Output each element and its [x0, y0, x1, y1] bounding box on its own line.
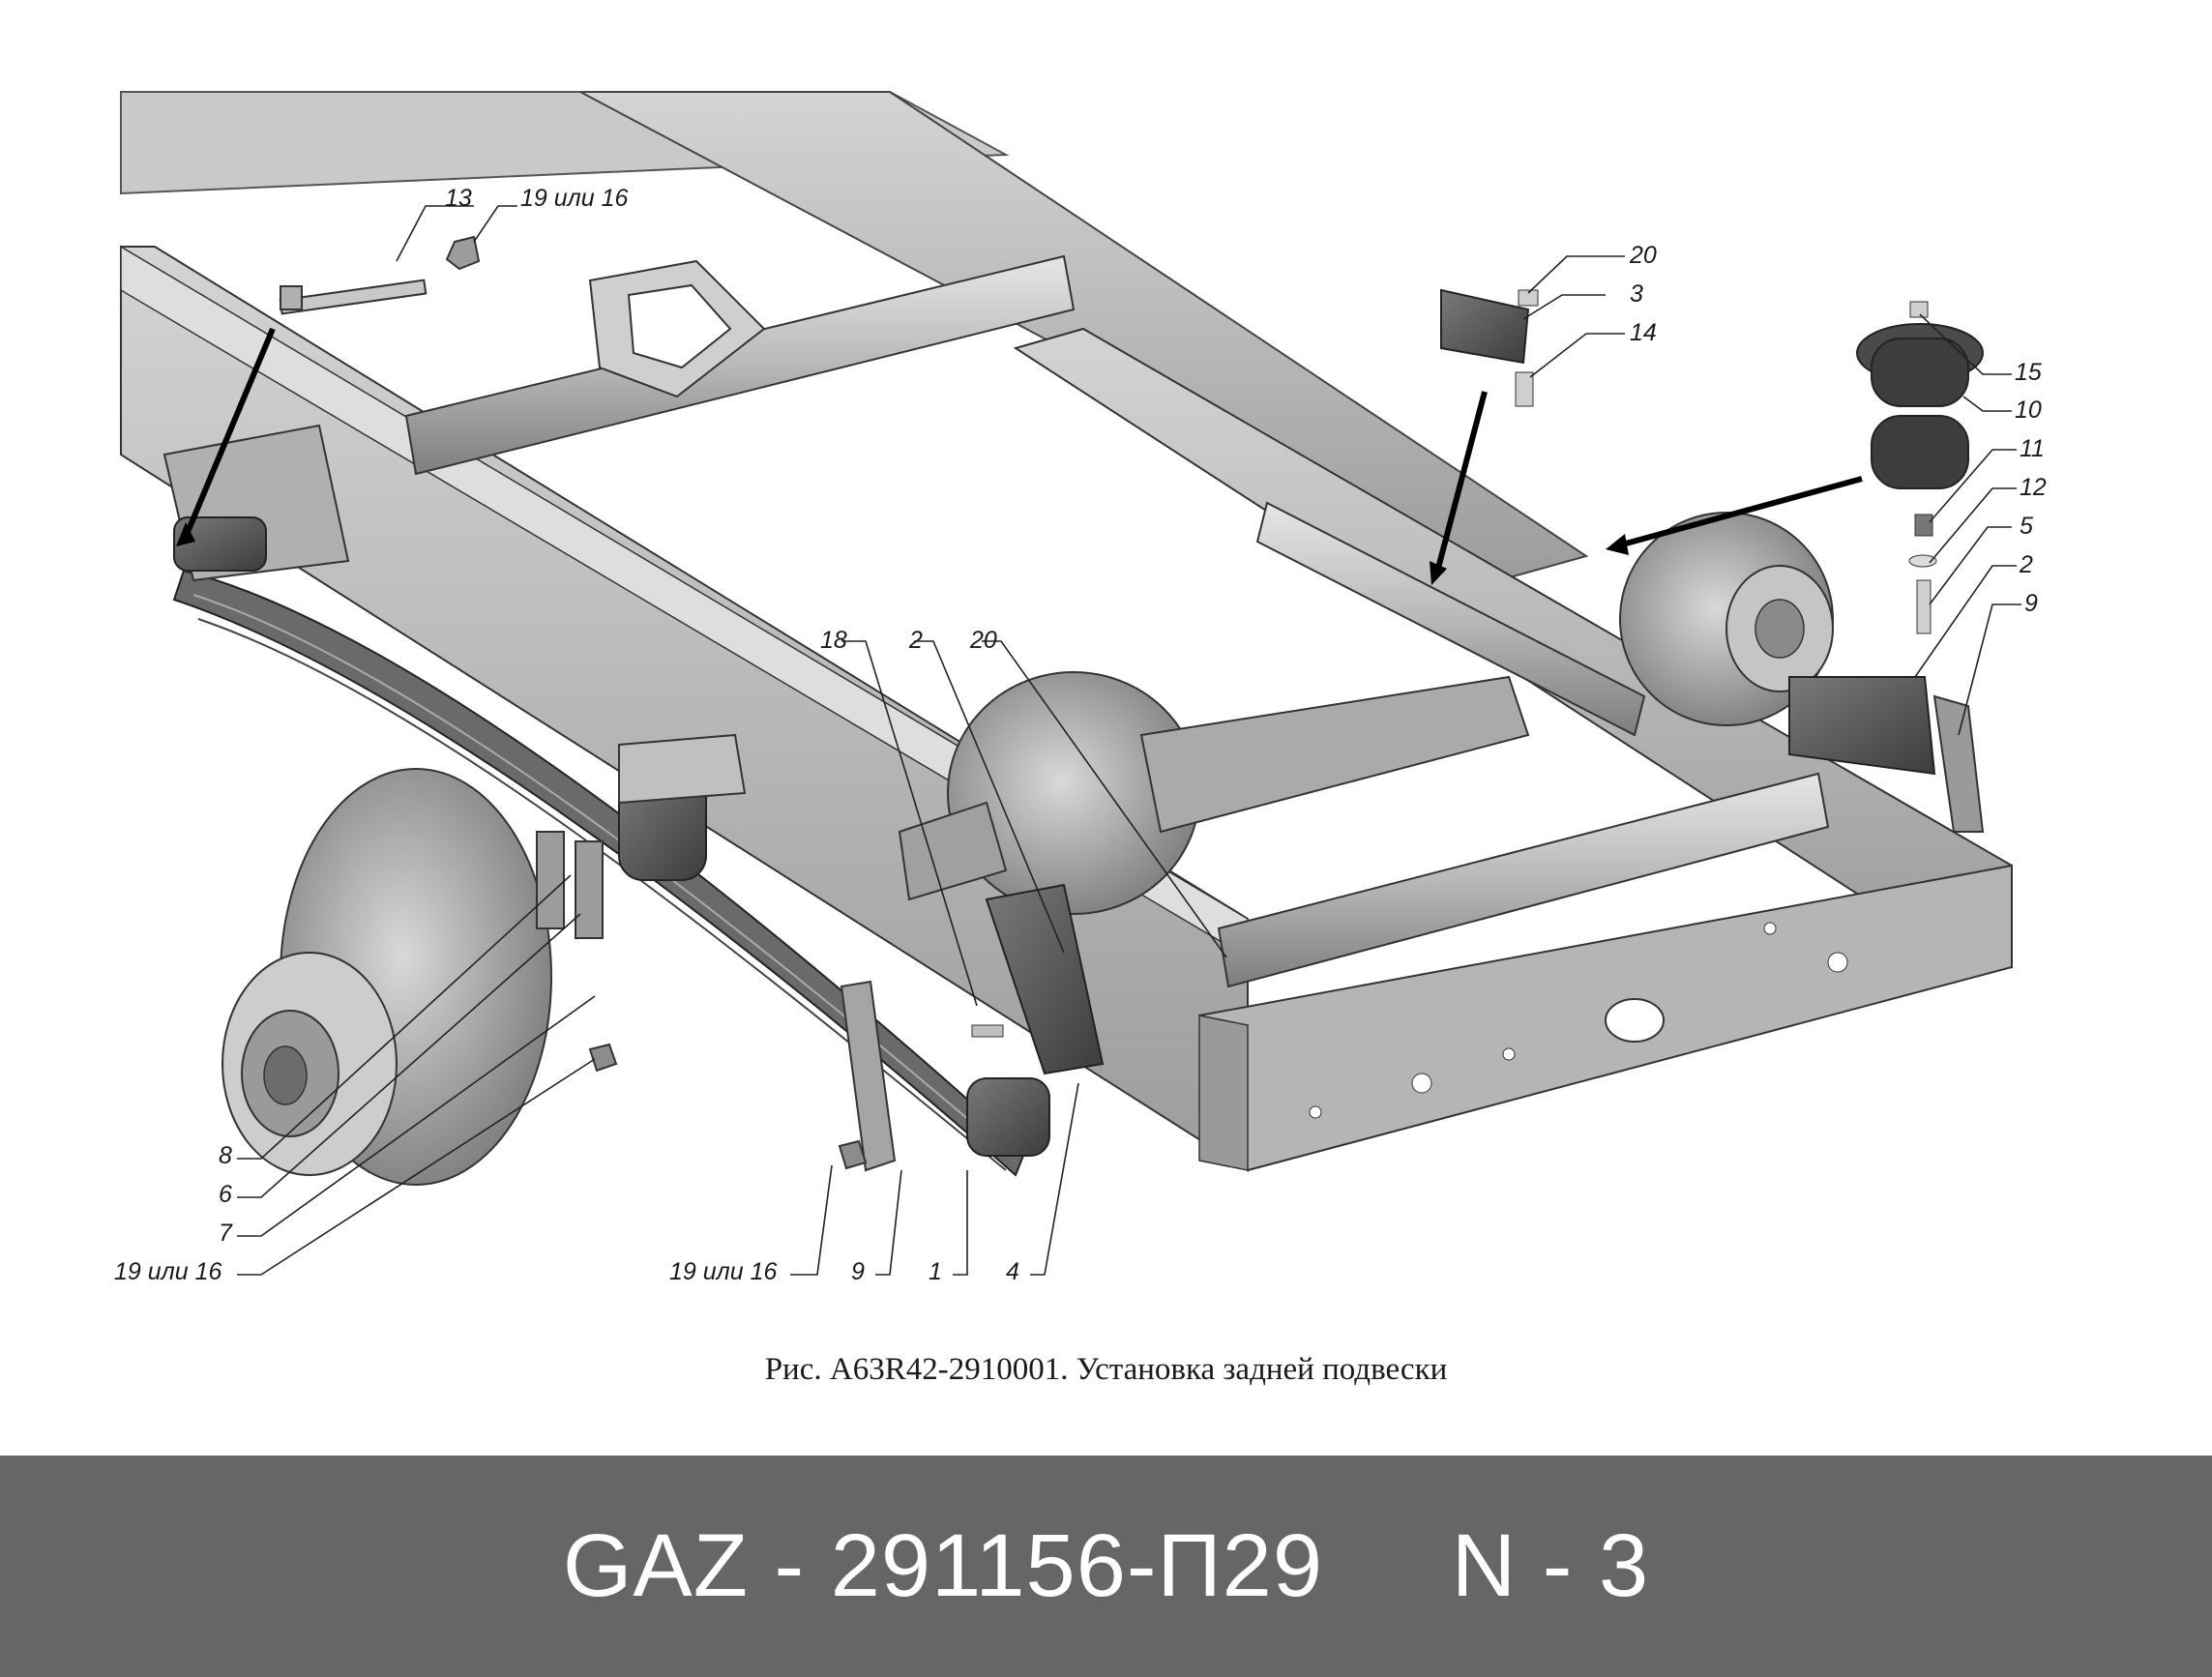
- leaf-spring: [172, 569, 1027, 1177]
- u-bolts: [536, 831, 604, 939]
- figure-caption: Рис. А63R42-2910001. Установка задней по…: [764, 1352, 1448, 1387]
- left-bump-stop: [618, 733, 747, 881]
- callout-10: 10: [2015, 397, 2042, 424]
- right-suspension-parts: [1440, 288, 1985, 833]
- callout-20-right: 20: [1630, 242, 1657, 269]
- suspension-diagram: 13 19 или 16 20 3 14 15 10 11 12 5 2 9 1…: [114, 91, 2047, 1387]
- rear-crossmember: [1197, 864, 2013, 1172]
- callout-20-center: 20: [970, 627, 997, 654]
- callout-18: 18: [820, 627, 847, 654]
- callout-1: 1: [929, 1258, 942, 1285]
- callout-2-right: 2: [2020, 551, 2033, 578]
- callout-13: 13: [445, 185, 472, 212]
- cross-tubes: [404, 254, 1830, 988]
- assembly-arrows: [176, 327, 1863, 585]
- callout-11: 11: [2020, 435, 2045, 462]
- callout-14: 14: [1630, 319, 1657, 346]
- leader-lines: [237, 205, 2021, 1276]
- part-number-footer: GAZ - 291156-П29 N - 3: [0, 1456, 2212, 1677]
- suspension-drawing: [120, 91, 2021, 1276]
- rear-axle-differential: [898, 671, 1530, 915]
- callout-9-right: 9: [2024, 590, 2038, 617]
- callout-12: 12: [2020, 474, 2047, 501]
- callout-2-center: 2: [909, 627, 923, 654]
- left-brake-drum: [221, 768, 552, 1186]
- right-brake-drum: [1619, 512, 1834, 726]
- callout-6: 6: [219, 1181, 232, 1208]
- callout-7: 7: [219, 1220, 232, 1247]
- callout-9-bottom: 9: [851, 1258, 865, 1285]
- callout-3: 3: [1630, 280, 1643, 308]
- towing-eye: [588, 259, 766, 398]
- front-spring-bracket: [162, 424, 350, 582]
- spring-shackle: [840, 883, 1105, 1172]
- callout-8: 8: [219, 1142, 232, 1169]
- callout-19-or-16-bottom: 19 или 16: [669, 1258, 778, 1285]
- part-number-label: GAZ - 291156-П29 N - 3: [562, 1516, 1650, 1615]
- callout-5: 5: [2020, 513, 2033, 540]
- callout-19-or-16-left: 19 или 16: [114, 1258, 222, 1285]
- loose-fasteners: [279, 235, 1004, 1170]
- callout-19-or-16-top: 19 или 16: [520, 185, 629, 212]
- callout-4: 4: [1006, 1258, 1019, 1285]
- callout-15: 15: [2015, 359, 2042, 386]
